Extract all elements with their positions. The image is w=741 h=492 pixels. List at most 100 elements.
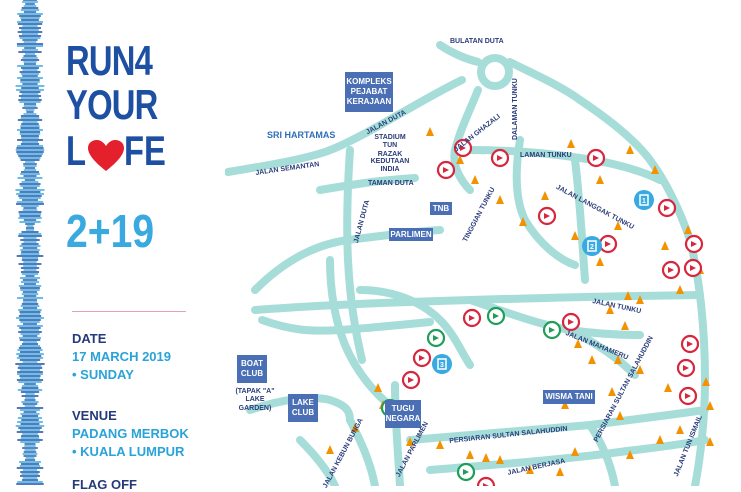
- route-arrow-red-icon: [462, 308, 482, 328]
- traffic-cone-icon: [496, 455, 504, 464]
- road: [225, 76, 466, 176]
- traffic-cone-icon: [624, 291, 632, 300]
- area-taman-duta: TAMAN DUTA: [368, 180, 414, 187]
- area-tapak-a-lake-garden: (TAPAK "A" LAKE GARDEN): [235, 388, 275, 412]
- water-station-number: 1: [642, 198, 646, 205]
- route-arrow-red-icon: [684, 234, 704, 254]
- route-arrow-green-icon: [456, 462, 476, 482]
- traffic-cone-icon: [351, 423, 359, 432]
- route-arrow-red-icon: [586, 148, 606, 168]
- route-arrow-red-icon: [453, 138, 473, 158]
- road: [246, 394, 354, 424]
- road: [258, 316, 434, 335]
- traffic-cone-icon: [406, 437, 414, 446]
- traffic-cone-icon: [608, 387, 616, 396]
- road: [436, 41, 482, 66]
- route-arrow-red-icon: [476, 476, 496, 486]
- route-arrow-red-icon: [537, 206, 557, 226]
- road: [316, 174, 419, 194]
- traffic-cone-icon: [706, 401, 714, 410]
- road: [512, 136, 579, 269]
- date-day: • SUNDAY: [72, 367, 134, 382]
- traffic-cone-icon: [482, 453, 490, 462]
- traffic-cone-icon: [326, 445, 334, 454]
- route-arrow-green-icon: [426, 328, 446, 348]
- venue-city: • KUALA LUMPUR: [72, 444, 185, 459]
- logo-run4: RUN4: [66, 37, 153, 84]
- building-wisma-tani: WISMA TANI: [543, 390, 595, 404]
- traffic-cone-icon: [426, 127, 434, 136]
- logo-life-fe: FE: [124, 127, 166, 174]
- traffic-cone-icon: [626, 145, 634, 154]
- traffic-cone-icon: [574, 339, 582, 348]
- road-dalaman-tunku: DALAMAN TUNKU: [512, 78, 519, 140]
- water-station-icon: 2: [582, 236, 602, 256]
- route-arrow-red-icon: [678, 386, 698, 406]
- road-laman-tunku: LAMAN TUNKU: [520, 152, 572, 159]
- soundwave-decoration: [15, 0, 45, 485]
- traffic-cone-icon: [636, 295, 644, 304]
- route-arrow-red-icon: [598, 234, 618, 254]
- route-arrow-green-icon: [542, 320, 562, 340]
- route-arrow-red-icon: [683, 258, 703, 278]
- building-tugu-negara: TUGU NEGARA: [385, 400, 421, 428]
- route-arrow-red-icon: [676, 358, 696, 378]
- building-lake-club: LAKE CLUB: [288, 394, 318, 422]
- road: [406, 406, 709, 444]
- date-label: DATE: [72, 331, 107, 346]
- traffic-cone-icon: [567, 139, 575, 148]
- heart-icon: [88, 140, 124, 171]
- route-arrow-red-icon: [412, 348, 432, 368]
- traffic-cone-icon: [571, 231, 579, 240]
- traffic-cone-icon: [661, 241, 669, 250]
- traffic-cone-icon: [621, 321, 629, 330]
- venue-value: PADANG MERBOK: [72, 426, 189, 441]
- traffic-cone-icon: [676, 285, 684, 294]
- logo-life-l: L: [66, 127, 87, 174]
- water-station-number: 2: [590, 244, 594, 251]
- traffic-cone-icon: [606, 305, 614, 314]
- road: [391, 381, 404, 486]
- traffic-cone-icon: [656, 435, 664, 444]
- traffic-cone-icon: [496, 195, 504, 204]
- traffic-cone-icon: [626, 450, 634, 459]
- route-arrow-red-icon: [490, 148, 510, 168]
- road-network: 1 2 3: [225, 41, 714, 486]
- route-arrow-red-icon: [680, 334, 700, 354]
- area-kedutaan-india: KEDUTAAN INDIA: [370, 158, 410, 174]
- road-bulatan-duta: BULATAN DUTA: [450, 38, 504, 45]
- traffic-cone-icon: [636, 365, 644, 374]
- building-boat-club: BOAT CLUB: [237, 355, 267, 383]
- traffic-cone-icon: [614, 355, 622, 364]
- bulatan-duta-roundabout: [477, 54, 513, 90]
- building-kompleks-pejabat-kerajaan: KOMPLEKS PEJABAT KERAJAAN: [345, 72, 393, 112]
- traffic-cone-icon: [471, 175, 479, 184]
- road: [346, 416, 379, 486]
- water-station-icon: 3: [432, 354, 452, 374]
- traffic-cone-icon: [596, 175, 604, 184]
- traffic-cone-icon: [596, 257, 604, 266]
- traffic-cone-icon: [676, 425, 684, 434]
- traffic-cone-icon: [519, 217, 527, 226]
- building-parlimen: PARLIMEN: [389, 228, 433, 241]
- route-arrow-red-icon: [401, 370, 421, 390]
- logo-year: 2+19: [66, 205, 155, 257]
- venue-label: VENUE: [72, 408, 117, 423]
- traffic-cone-icon: [702, 377, 710, 386]
- water-station-number: 3: [440, 362, 444, 369]
- route-arrow-red-icon: [561, 312, 581, 332]
- road: [566, 326, 639, 379]
- logo-your: YOUR: [66, 81, 158, 128]
- road: [506, 58, 709, 486]
- traffic-cone-icon: [651, 165, 659, 174]
- route-arrow-red-icon: [661, 260, 681, 280]
- route-arrow-red-icon: [436, 160, 456, 180]
- date-value: 17 MARCH 2019: [72, 349, 171, 364]
- traffic-cone-icon: [466, 450, 474, 459]
- traffic-cone-icon: [588, 355, 596, 364]
- traffic-cone-icon: [436, 440, 444, 449]
- flag-off-label: FLAG OFF: [72, 477, 137, 492]
- area-sri-hartamas: SRI HARTAMAS: [267, 130, 336, 140]
- road: [296, 436, 339, 486]
